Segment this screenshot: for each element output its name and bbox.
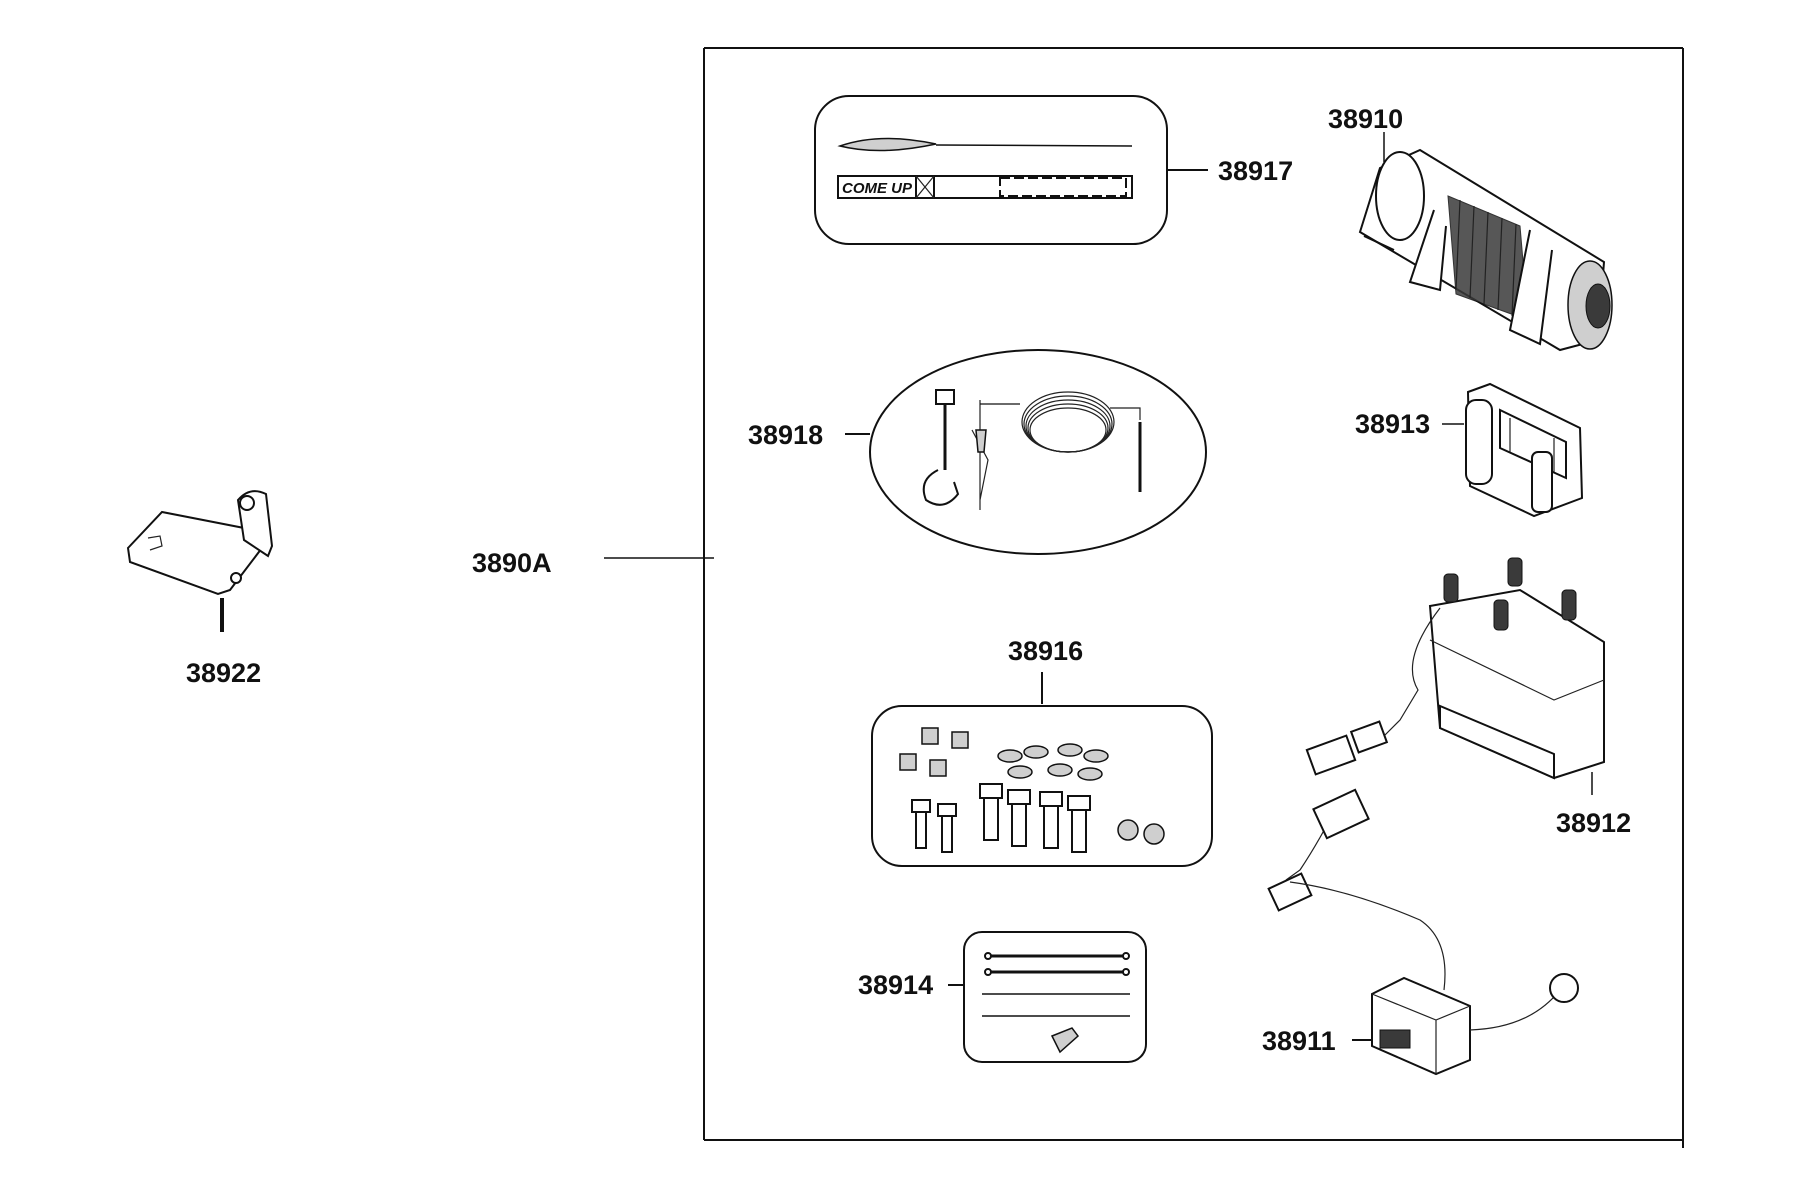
part-38913-fairlead[interactable]: 38913 (1355, 382, 1584, 518)
callout-3890A: 3890A (472, 548, 714, 578)
part-38914-cables[interactable] (948, 931, 1147, 1063)
strap-brand-label: COME UP (842, 180, 913, 197)
callout-label-38917: 38917 (1218, 156, 1293, 186)
callout-label-3890A: 3890A (472, 548, 552, 578)
callout-label-38911: 38911 (1262, 1026, 1336, 1056)
callout-label-38910: 38910 (1328, 104, 1403, 134)
callout-label-38914: 38914 (858, 970, 933, 1000)
callout-label-38913: 38913 (1355, 409, 1430, 439)
part-38910-winch[interactable]: 38910 (1328, 104, 1613, 352)
battery-cables (982, 952, 1130, 1017)
part-38922-bracket[interactable] (126, 490, 274, 632)
part-38917-strap[interactable]: COME UP (814, 95, 1208, 245)
hardware-square-nuts (899, 727, 969, 777)
callout-label-38912: 38912 (1556, 808, 1631, 838)
part-38911-switch-harness[interactable] (1267, 788, 1579, 1076)
part-38916-hardware[interactable]: 38916 (871, 636, 1213, 867)
callout-label-38922: 38922 (186, 658, 261, 688)
hardware-washers (997, 743, 1109, 781)
callout-label-38918: 38918 (748, 420, 823, 450)
kit-frame (703, 47, 1684, 1148)
hardware-bolts (911, 783, 1091, 853)
callout-label-38916: 38916 (1008, 636, 1083, 666)
solenoid-terminal-posts (1443, 557, 1577, 631)
part-38918-cable-hook[interactable] (845, 349, 1207, 555)
part-38912-solenoid[interactable] (1305, 557, 1605, 795)
hardware-lock-nuts (1117, 819, 1165, 845)
